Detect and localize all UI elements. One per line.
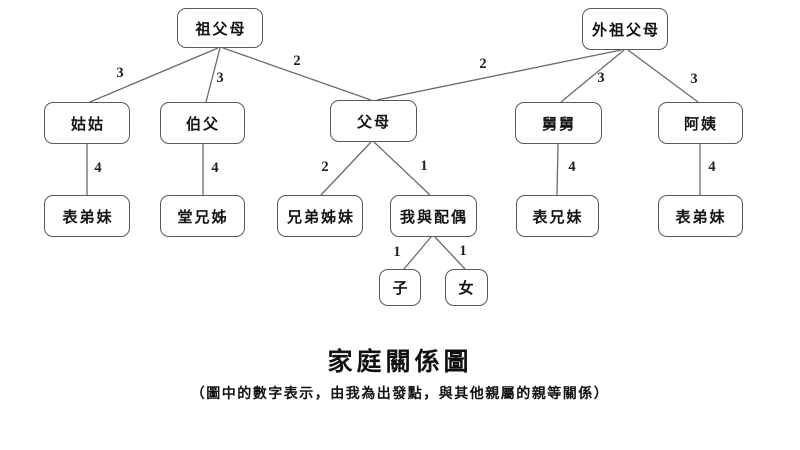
edge-weight-parents-to-siblings: 2 [321,158,329,175]
edge-weight-uncle-maternal-to-cousins-maternal-uncle: 4 [568,158,576,175]
node-cousins-paternal-uncle: 堂兄姊 [159,195,245,237]
node-son: 子 [379,268,421,306]
edge-weight-aunt-maternal-to-cousins-maternal-aunt: 4 [708,158,716,175]
edge-weight-grandparents-maternal-to-parents: 2 [479,55,487,72]
diagram-subtitle: （圖中的數字表示，由我為出發點，與其他親屬的親等關係） [190,387,610,402]
edge-weight-grandparents-paternal-to-uncle-paternal: 3 [216,69,224,86]
edge-weight-grandparents-maternal-to-aunt-maternal: 3 [690,70,698,87]
edge-weight-me-and-spouse-to-son: 1 [393,243,401,260]
edge-weight-me-and-spouse-to-daughter: 1 [459,242,467,259]
edge-weight-grandparents-maternal-to-uncle-maternal: 3 [597,69,605,86]
node-me-and-spouse: 我與配偶 [389,195,477,237]
edge-weight-grandparents-paternal-to-aunt-paternal: 3 [116,64,124,81]
node-cousins-paternal-aunt: 表弟妹 [44,195,130,237]
node-uncle-maternal: 舅舅 [514,102,602,144]
node-uncle-paternal: 伯父 [159,102,245,144]
edge-weight-parents-to-me-and-spouse: 1 [420,157,428,174]
node-cousins-maternal-aunt: 表弟妹 [657,195,743,237]
edge-weight-uncle-paternal-to-cousins-paternal-uncle: 4 [211,159,219,176]
node-daughter: 女 [444,268,488,306]
node-grandparents-paternal: 祖父母 [177,8,263,48]
node-aunt-paternal: 姑姑 [44,102,130,144]
node-siblings: 兄弟姊妹 [277,195,363,237]
node-cousins-maternal-uncle: 表兄妹 [515,195,599,237]
edge-weight-aunt-paternal-to-cousins-paternal-aunt: 4 [94,159,102,176]
node-aunt-maternal: 阿姨 [657,102,743,144]
diagram-title: 家庭關係圖 [327,349,473,376]
node-grandparents-maternal: 外祖父母 [582,8,668,50]
edge-weight-grandparents-paternal-to-parents: 2 [293,52,301,69]
node-parents: 父母 [329,100,417,142]
